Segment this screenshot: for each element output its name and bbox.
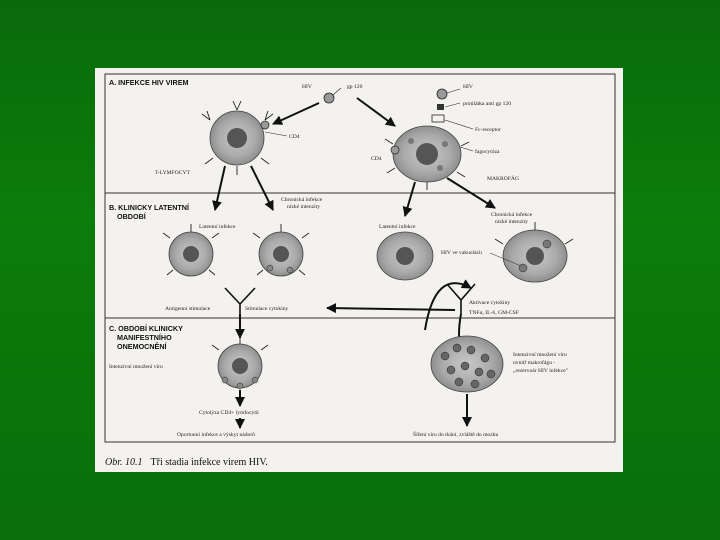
arrow-cytokine-to-t bbox=[326, 303, 456, 314]
label-cytokine-stimulation: Stimulace cytokiny bbox=[245, 306, 289, 312]
figure-caption: Obr. 10.1 Tři stadia infekce virem HIV. bbox=[105, 452, 268, 469]
label-gp120: gp 120 bbox=[347, 84, 363, 90]
pointer-vacuoles bbox=[489, 252, 522, 267]
label-intense-macro-3: „rezervoár HIV infekce" bbox=[513, 367, 568, 374]
caption-text: Tři stadia infekce virem HIV. bbox=[151, 457, 268, 468]
label-cd4-left: CD4 bbox=[289, 134, 300, 140]
label-hiv-right: HIV bbox=[463, 84, 473, 90]
label-chronic-r-1: Chronická infekce bbox=[491, 211, 533, 218]
arrow-m-latent bbox=[402, 181, 416, 217]
arrow-m-chronic bbox=[446, 177, 496, 209]
label-chronic-l-2: nízké intenzity bbox=[287, 204, 320, 210]
label-hiv-vacuoles: HIV ve vakuolách bbox=[441, 250, 482, 256]
hiv-virion-icon bbox=[323, 92, 335, 104]
section-b-title-line1: B. KLINICKY LATENTNÍ bbox=[109, 203, 190, 212]
label-antigen-stimulation: Antigenní stimulace bbox=[165, 306, 211, 312]
label-chronic-r-2: nízké intenzity bbox=[495, 219, 528, 225]
label-hiv-left: HIV bbox=[302, 84, 312, 90]
section-c-title-line1: C. OBDOBÍ KLINICKY bbox=[109, 324, 183, 333]
arrow-hiv-to-macrophage bbox=[356, 97, 396, 127]
macrophage-reservoir bbox=[430, 335, 504, 393]
section-b-title-line2: OBDOBÍ bbox=[117, 212, 147, 221]
hiv-virion-antibody-icon bbox=[436, 88, 448, 100]
label-intense-macro-2: uvnitř makrofágu - bbox=[513, 359, 555, 366]
label-cytokine-activation-2: TNFα, IL-6, GM-CSF bbox=[469, 310, 519, 316]
arrow-curved-feedback bbox=[424, 279, 472, 331]
macrophage-cell-a bbox=[384, 125, 470, 190]
label-latent-r: Latentní infekce bbox=[379, 223, 416, 230]
section-c-title-line3: ONEMOCNĚNÍ bbox=[117, 342, 168, 351]
macrophage-latent bbox=[376, 231, 434, 281]
label-chronic-l-1: Chronická infekce bbox=[281, 196, 323, 203]
label-spread: Šíření viru do tkání, zvláště do mozku bbox=[413, 430, 498, 438]
arrow-t-chronic bbox=[250, 165, 274, 211]
label-intense-replication-l: Intenzivní množení viru bbox=[109, 364, 163, 370]
caption-prefix: Obr. 10.1 bbox=[105, 457, 143, 468]
t-lymphocyte-replicating bbox=[211, 336, 269, 390]
pointer-antibody bbox=[444, 102, 461, 108]
t-lymphocyte-cell-a bbox=[201, 100, 274, 175]
macrophage-vacuoles bbox=[494, 222, 574, 283]
receptor-y-right-icon bbox=[446, 283, 476, 314]
label-intense-macro-1: Intenzivní množení viru bbox=[513, 352, 567, 358]
label-cytolysis: Cytolýza CD4+ lymfocytů bbox=[199, 409, 259, 416]
pointer-cd4-left bbox=[264, 131, 288, 137]
figure-scan: A. INFEKCE HIV VIREM B. KLINICKY LATENTN… bbox=[95, 68, 623, 472]
section-a-title: A. INFEKCE HIV VIREM bbox=[109, 78, 188, 87]
label-phagocytosis: fagocytóza bbox=[475, 148, 500, 155]
label-antibody: protilátka anti gp 120 bbox=[463, 101, 511, 107]
t-lymphocyte-chronic bbox=[252, 224, 310, 277]
label-opportunistic: Oportunní infekce a výskyt nádorů bbox=[177, 431, 255, 438]
pointer-hiv-right bbox=[446, 88, 461, 94]
section-c-title-line2: MANIFESTNÍHO bbox=[117, 333, 172, 342]
bound-virion-icon bbox=[260, 120, 270, 130]
label-latent-l: Latentní infekce bbox=[199, 223, 236, 230]
label-t-lymphocyte: T-LYMFOCYT bbox=[155, 170, 191, 176]
macrophage-virion-icon bbox=[390, 145, 400, 155]
pointer-fc bbox=[444, 119, 474, 130]
t-lymphocyte-latent bbox=[162, 224, 220, 277]
hiv-stages-diagram: A. INFEKCE HIV VIREM B. KLINICKY LATENTN… bbox=[104, 73, 616, 469]
gp120-pointer bbox=[332, 87, 342, 96]
label-fc-receptor: Fc-receptor bbox=[475, 127, 501, 133]
fc-receptor-icon bbox=[431, 114, 445, 123]
antibody-icon bbox=[437, 104, 444, 110]
label-cytokine-activation-1: Aktivace cytokiny bbox=[469, 300, 510, 306]
arrow-hiv-to-tcell bbox=[272, 102, 320, 125]
label-cd4-right: CD4 bbox=[371, 156, 382, 162]
receptor-y-left-icon bbox=[224, 287, 256, 314]
label-macrophage: MAKROFÁG bbox=[487, 174, 519, 182]
arrow-t-latent bbox=[212, 165, 226, 211]
diagram-frame bbox=[104, 73, 616, 443]
